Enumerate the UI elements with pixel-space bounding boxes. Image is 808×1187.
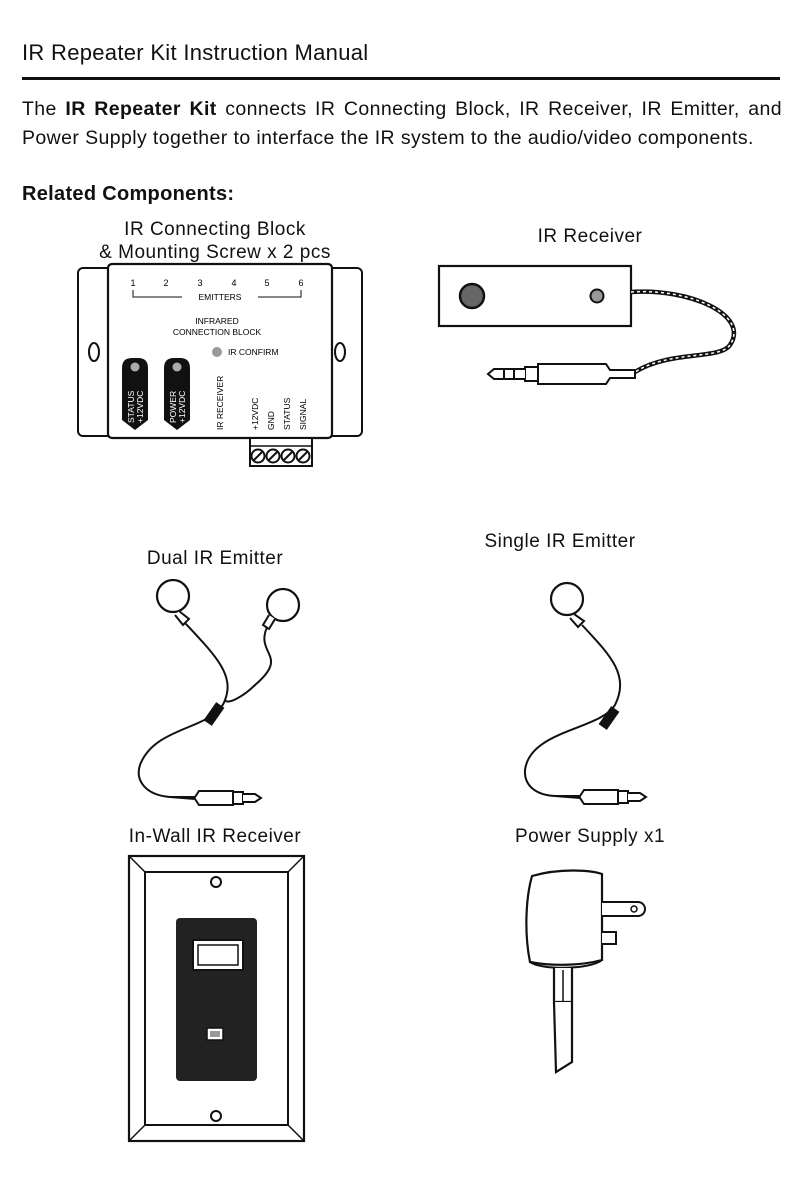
ir-receiver-illustration [437,264,737,385]
receiver-plug-icon [537,363,636,385]
emitter-head-left-icon [155,578,191,614]
adapter-prong-top-icon [602,901,646,917]
block-caption: IR Connecting Block & Mounting Screw x 2… [80,218,350,264]
bottom-screw-icon [210,1110,222,1122]
connection-block-label: CONNECTION BLOCK [173,327,262,337]
receiver-eye-icon [458,282,486,310]
receiver-caption: IR Receiver [537,226,643,247]
inwall-receiver-illustration [127,854,306,1143]
emitters-label: EMITTERS [199,292,242,302]
ir-confirm-led-icon [212,347,222,357]
emitter-head-right-icon [265,587,301,623]
top-screw-icon [210,876,222,888]
status-jack-icon [122,358,148,430]
receiver-led-icon [589,288,605,304]
intro-post: connects IR Connecting Block, IR Receive… [22,98,782,149]
emitter-number: 3 [197,278,202,288]
page-title: IR Repeater Kit Instruction Manual [22,40,369,65]
terminal-label: SIGNAL [298,399,308,430]
single-emitter-head-icon [549,581,585,617]
power-supply-caption: Power Supply x1 [514,826,666,847]
power-jack-label: POWER [168,391,178,423]
inwall-receiver-caption: In-Wall IR Receiver [128,826,302,847]
terminal-label: STATUS [282,397,292,430]
mounting-hole-left-icon [88,342,100,362]
emitter-number: 6 [298,278,303,288]
block-caption-line2: & Mounting Screw x 2 pcs [99,242,331,263]
single-emitter-illustration [523,581,648,805]
status-jack-voltage: +12VDC [135,391,145,423]
ir-confirm-label: IR CONFIRM [228,347,279,357]
mounting-hole-right-icon [334,342,346,362]
block-caption-line1: IR Connecting Block [124,219,306,240]
adapter-body-icon [525,869,604,966]
ir-receiver-port-label: IR RECEIVER [215,376,225,430]
infrared-label: INFRARED [195,316,238,326]
adapter-cord-icon [552,1001,574,1074]
dual-emitter-illustration [137,578,301,806]
title-rule [22,77,780,80]
power-supply-illustration [525,869,646,1074]
single-emitter-caption: Single IR Emitter [484,531,636,552]
intro-pre: The [22,98,66,120]
emitter-number: 1 [130,278,135,288]
intro-product-name: IR Repeater Kit [65,98,217,120]
power-jack-icon [164,358,190,430]
connecting-block-illustration: 1 2 3 4 5 6 EMITTERS INFRARED CONNECTION… [77,262,363,467]
adapter-prong-bottom-icon [602,931,617,945]
emitter-number: 2 [163,278,168,288]
dual-emitter-plug-icon [169,790,234,806]
status-jack-label: STATUS [126,390,136,423]
single-emitter-plug-icon [554,789,619,805]
related-components-heading: Related Components: [22,183,235,205]
terminal-label: +12VDC [250,398,260,430]
power-jack-voltage: +12VDC [177,391,187,423]
emitter-number: 5 [264,278,269,288]
emitter-number: 4 [231,278,236,288]
terminal-label: GND [266,411,276,430]
intro-paragraph: The IR Repeater Kit connects IR Connecti… [22,95,782,153]
dual-emitter-caption: Dual IR Emitter [146,548,284,569]
